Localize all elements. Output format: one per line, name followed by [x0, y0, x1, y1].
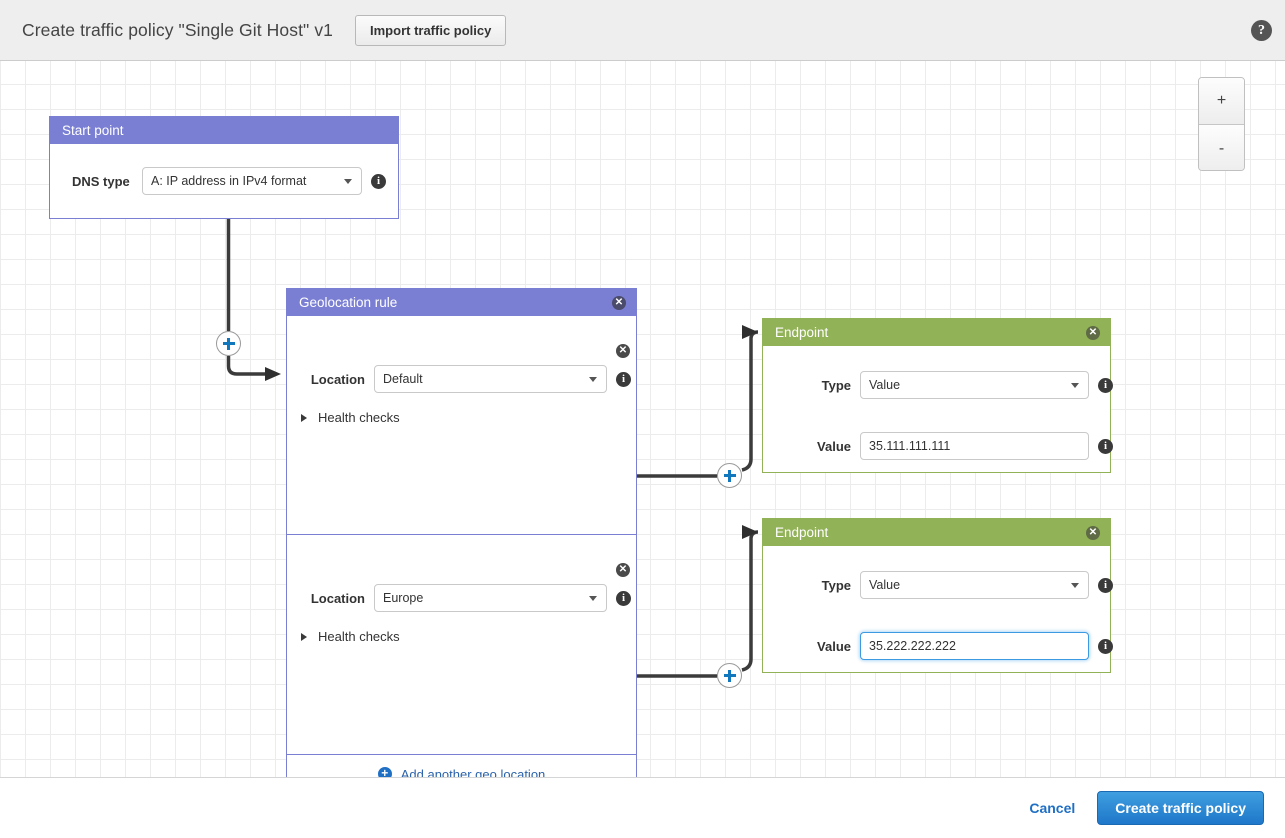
endpoint-value-row: 35.222.222.222 Value i	[763, 632, 1113, 660]
location-row: Location Europe i	[287, 584, 631, 612]
endpoint-value-info-icon[interactable]: i	[1098, 638, 1113, 654]
location-label: Location	[310, 371, 365, 387]
endpoint-type-label: Type	[821, 577, 851, 593]
geolocation-rule-title: Geolocation rule	[299, 295, 398, 310]
endpoint-body: Type Value i Value 35.111.111.111 i	[763, 346, 1113, 472]
chevron-right-icon	[301, 632, 307, 641]
endpoint-header: Endpoint ✕	[763, 519, 1110, 546]
policy-canvas[interactable]: + - Start point DNS type A: IP address i…	[0, 61, 1285, 777]
health-checks-toggle[interactable]: Health checks	[301, 410, 400, 425]
chevron-down-icon	[1071, 583, 1079, 588]
geolocation-rule-body: ✕ Location Default i Health checks ✕	[287, 316, 636, 777]
endpoint-type-label: Type	[821, 377, 851, 393]
zoom-in-button[interactable]: +	[1199, 78, 1244, 125]
add-node-button[interactable]	[216, 331, 241, 356]
add-node-button[interactable]	[717, 463, 742, 488]
location-info-icon[interactable]: i	[616, 371, 631, 387]
dns-type-label: DNS type	[72, 173, 130, 189]
start-point-body: DNS type A: IP address in IPv4 format i	[50, 144, 398, 218]
dns-type-row: DNS type A: IP address in IPv4 format i	[72, 167, 386, 195]
chevron-down-icon	[589, 596, 597, 601]
geo-location-section: ✕ Location Europe i Health checks	[287, 535, 636, 754]
endpoint-type-row: Type Value i	[763, 371, 1113, 399]
cancel-button[interactable]: Cancel	[1029, 800, 1076, 816]
health-checks-label: Health checks	[318, 410, 400, 425]
close-icon[interactable]: ✕	[612, 296, 626, 310]
zoom-controls: + -	[1198, 77, 1245, 171]
endpoint-value-input[interactable]: 35.222.222.222	[860, 632, 1089, 660]
close-icon[interactable]: ✕	[1086, 326, 1100, 340]
remove-geo-location-icon[interactable]: ✕	[616, 563, 630, 577]
add-another-geo-location-label: Add another geo location	[400, 766, 546, 778]
endpoint-body: Type Value i 35.222.222.222 Value i	[763, 546, 1113, 672]
top-header-bar: Create traffic policy "Single Git Host" …	[0, 0, 1285, 61]
geolocation-rule-node[interactable]: Geolocation rule ✕ ✕ Location Default i …	[286, 288, 637, 777]
start-point-title: Start point	[62, 123, 124, 138]
start-point-node[interactable]: Start point DNS type A: IP address in IP…	[49, 116, 399, 219]
chevron-down-icon	[1071, 383, 1079, 388]
location-value: Default	[383, 372, 423, 386]
location-select[interactable]: Default	[374, 365, 607, 393]
location-label: Location	[310, 590, 365, 606]
endpoint-title: Endpoint	[775, 525, 829, 540]
add-another-geo-location-button[interactable]: + Add another geo location	[287, 754, 636, 777]
dns-type-select[interactable]: A: IP address in IPv4 format	[142, 167, 362, 195]
location-info-icon[interactable]: i	[616, 590, 631, 606]
health-checks-toggle[interactable]: Health checks	[301, 629, 400, 644]
health-checks-label: Health checks	[318, 629, 400, 644]
chevron-down-icon	[589, 377, 597, 382]
start-point-header: Start point	[50, 117, 398, 144]
endpoint-type-row: Type Value i	[763, 571, 1113, 599]
endpoint-value-label: Value	[817, 638, 851, 654]
remove-geo-location-icon[interactable]: ✕	[616, 344, 630, 358]
dns-type-value: A: IP address in IPv4 format	[151, 174, 307, 188]
endpoint-type-value: Value	[869, 578, 901, 592]
endpoint-value-info-icon[interactable]: i	[1098, 438, 1113, 454]
endpoint-type-value: Value	[869, 378, 901, 392]
endpoint-value-text: 35.111.111.111	[869, 439, 951, 453]
import-traffic-policy-button[interactable]: Import traffic policy	[355, 14, 507, 46]
plus-icon: +	[377, 767, 392, 777]
endpoint-type-info-icon[interactable]: i	[1098, 577, 1113, 593]
action-bar: Cancel Create traffic policy	[0, 777, 1285, 838]
help-icon[interactable]: ?	[1251, 20, 1272, 41]
endpoint-type-select[interactable]: Value	[860, 571, 1089, 599]
zoom-out-button[interactable]: -	[1199, 125, 1244, 170]
endpoint-title: Endpoint	[775, 325, 829, 340]
endpoint-node[interactable]: Endpoint ✕ Type Value i Value 35.111.111…	[762, 318, 1113, 473]
location-value: Europe	[383, 591, 424, 605]
endpoint-value-input[interactable]: 35.111.111.111	[860, 432, 1089, 460]
add-node-button[interactable]	[717, 663, 742, 688]
geolocation-rule-header: Geolocation rule ✕	[287, 289, 636, 316]
chevron-right-icon	[301, 413, 307, 422]
endpoint-value-text: 35.222.222.222	[869, 639, 956, 653]
endpoint-type-info-icon[interactable]: i	[1098, 377, 1113, 393]
dns-type-info-icon[interactable]: i	[371, 173, 386, 189]
create-traffic-policy-button[interactable]: Create traffic policy	[1097, 791, 1264, 825]
page-title: Create traffic policy "Single Git Host" …	[22, 19, 334, 40]
chevron-down-icon	[344, 179, 352, 184]
geo-location-section: ✕ Location Default i Health checks	[287, 316, 636, 535]
endpoint-header: Endpoint ✕	[763, 319, 1110, 346]
endpoint-node[interactable]: Endpoint ✕ Type Value i 35.222.222.222 V…	[762, 518, 1113, 673]
endpoint-type-select[interactable]: Value	[860, 371, 1089, 399]
endpoint-value-label: Value	[817, 438, 851, 454]
close-icon[interactable]: ✕	[1086, 526, 1100, 540]
location-row: Location Default i	[287, 365, 631, 393]
endpoint-value-row: Value 35.111.111.111 i	[763, 432, 1113, 460]
location-select[interactable]: Europe	[374, 584, 607, 612]
